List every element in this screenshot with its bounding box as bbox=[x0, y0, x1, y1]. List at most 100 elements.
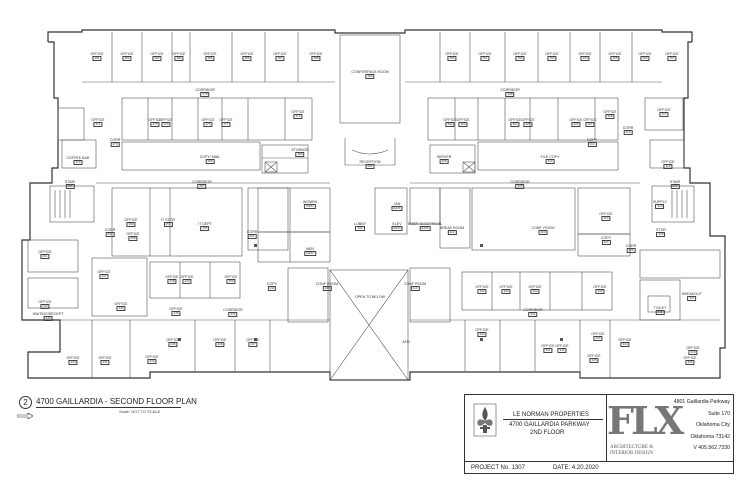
room-name: OFFICE bbox=[291, 110, 305, 114]
room-name: OFFICE bbox=[90, 52, 104, 56]
owner-panel: LE NORMAN PROPERTIES 4700 GAILLARDIA PAR… bbox=[465, 395, 607, 461]
room-number-tag: 306 bbox=[571, 122, 581, 128]
room-name: OFFICE bbox=[145, 355, 159, 359]
room-name: OFFICE bbox=[159, 118, 173, 122]
room-name: OFFICE bbox=[224, 275, 238, 279]
room-name: OFFICE bbox=[683, 356, 697, 360]
room-number-tag: 230 bbox=[68, 360, 78, 366]
room-number-tag: 201 bbox=[365, 164, 375, 170]
room-name: OFFICE bbox=[521, 118, 535, 122]
firm-name: ARCHITECTURE & INTERIOR DESIGN bbox=[610, 445, 653, 457]
room-name: OFFICE bbox=[583, 118, 597, 122]
room-number-tag: 310 bbox=[545, 159, 555, 165]
room-name: OFFICE bbox=[201, 118, 215, 122]
firm-name-line1: ARCHITECTURE & bbox=[610, 445, 654, 450]
room-number-tag: E205 bbox=[419, 226, 431, 232]
room-number-tag: 320 bbox=[538, 230, 548, 236]
firm-address-line: V 405.562.7330 bbox=[693, 445, 730, 451]
room-name: OFFICE bbox=[508, 118, 522, 122]
room-number-tag: 270 bbox=[110, 142, 120, 148]
room-name: OFFICE bbox=[166, 338, 180, 342]
room-number-tag: 295 bbox=[610, 56, 620, 62]
room-name: LOBBY bbox=[354, 222, 366, 226]
room-name: OFFICE bbox=[569, 118, 583, 122]
room-name: OFFICE bbox=[120, 52, 134, 56]
room-name: OFFICE bbox=[528, 285, 542, 289]
room-number-tag: 206 bbox=[65, 184, 75, 190]
room-name: OFFICE bbox=[657, 108, 671, 112]
room-name: WAITING/RECEPT bbox=[32, 312, 64, 316]
room-name: COPY bbox=[586, 138, 598, 142]
room-number-tag: 245 bbox=[171, 311, 181, 317]
room-number-tag: 331 bbox=[528, 312, 538, 318]
room-number-tag: 240 bbox=[322, 286, 332, 292]
room-name: FILE COPY bbox=[540, 155, 560, 159]
room-name: CORRIDOR bbox=[523, 308, 543, 312]
room-number-tag: 319 bbox=[655, 204, 665, 210]
room-number-tag: 284 bbox=[174, 56, 184, 62]
room-name: EMER. ELECTRICAL bbox=[407, 222, 443, 226]
room-name: COPY bbox=[600, 236, 612, 240]
room-number-tag: 287 bbox=[275, 56, 285, 62]
room-name: BREAKOUT bbox=[682, 292, 702, 296]
room-number-tag: 237 bbox=[248, 342, 258, 348]
room-name: TOILET bbox=[653, 306, 667, 310]
room-name: OFFICE bbox=[169, 307, 183, 311]
room-name: ELEV bbox=[392, 222, 402, 226]
room-name: CONFERENCE ROOM bbox=[351, 70, 389, 74]
room-name: OPEN TO BELOW bbox=[354, 295, 386, 299]
room-number-tag: 239 bbox=[116, 306, 126, 312]
project-info-bar: PROJECT No. 1307 DATE: 4.20.2020 bbox=[465, 461, 733, 474]
room-number-tag: 278 bbox=[200, 92, 210, 98]
room-number-tag: 236 bbox=[168, 342, 178, 348]
room-name: CONF. ROOM bbox=[531, 226, 555, 230]
room-name: OFFICE bbox=[91, 118, 105, 122]
room-name: STAIR bbox=[64, 180, 76, 184]
room-number-tag: 337 bbox=[687, 296, 697, 302]
room-number-tag: 271 bbox=[93, 122, 103, 128]
room-number-tag: 202 bbox=[355, 226, 365, 232]
room-name: OFFICE bbox=[618, 338, 632, 342]
room-number-tag: 302 bbox=[445, 122, 455, 128]
room-name: OFFICE bbox=[499, 285, 513, 289]
room-name: OFFICE bbox=[148, 118, 162, 122]
exterior-walls bbox=[21, 29, 726, 381]
room-name: BREAK ROOM bbox=[439, 226, 465, 230]
room-number-tag: 283 bbox=[152, 56, 162, 62]
room-number-tag: 253 bbox=[163, 222, 173, 228]
room-name: OFFICE bbox=[587, 354, 601, 358]
room-number-tag: 326 bbox=[626, 248, 636, 254]
room-number-tag: 305 bbox=[523, 122, 533, 128]
room-name: SUPPLY bbox=[653, 200, 667, 204]
room-name: COFFEE BAR bbox=[66, 156, 90, 160]
room-number-tag: 292 bbox=[515, 56, 525, 62]
firm-address-line: Oklahoma City bbox=[695, 422, 730, 428]
room-name: OFFICE bbox=[443, 118, 457, 122]
room-number-tag: 332 bbox=[477, 289, 487, 295]
